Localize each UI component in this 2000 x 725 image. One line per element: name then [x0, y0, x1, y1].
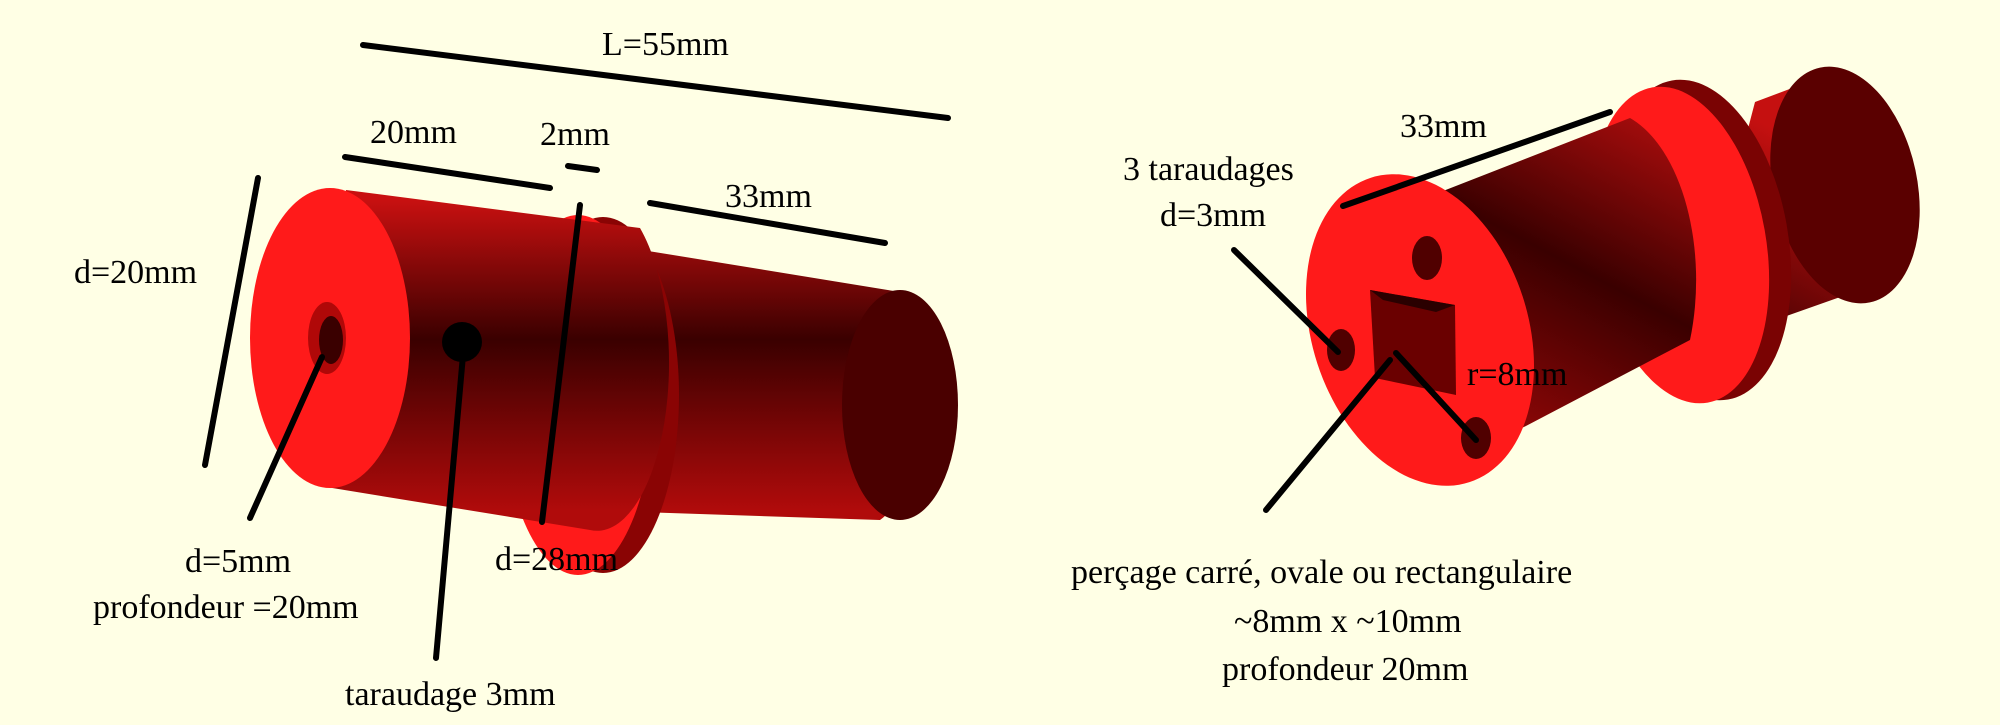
dimension-line-right-length	[1340, 109, 1613, 209]
dimension-line-segment-2	[647, 200, 888, 246]
right-part-square-bore	[1370, 290, 1456, 395]
label-right-length: 33mm	[1400, 108, 1487, 145]
right-part-tap-hole-2	[1327, 329, 1355, 371]
dimension-line-collar-diameter	[539, 202, 583, 525]
left-part-front-body	[320, 190, 670, 531]
left-part-rear-end	[842, 290, 958, 520]
dimension-line-diameter-main	[202, 175, 261, 468]
leader-line-hole	[247, 354, 325, 521]
leader-line-taps	[1231, 247, 1341, 355]
right-part-rear-end	[1770, 66, 1920, 304]
label-bore-shape: perçage carré, ovale ou rectangulaire	[1071, 554, 1572, 591]
dimension-line-total-length	[360, 42, 951, 121]
right-dimension-lines	[1231, 109, 1613, 513]
label-segment-1: 20mm	[370, 114, 457, 151]
label-diameter-main: d=20mm	[74, 254, 197, 291]
label-taps-diameter: d=3mm	[1160, 197, 1266, 234]
label-hole-diameter: d=5mm	[185, 543, 291, 580]
label-bore-depth: profondeur 20mm	[1222, 651, 1468, 688]
label-segment-2: 33mm	[725, 178, 812, 215]
left-dimension-lines	[202, 42, 951, 661]
leader-line-bore	[1263, 357, 1393, 513]
label-hole-depth: profondeur =20mm	[93, 589, 359, 626]
leader-line-radius	[1393, 350, 1479, 443]
label-bore-size: ~8mm x ~10mm	[1234, 603, 1462, 640]
right-part-tap-hole-1	[1412, 236, 1442, 280]
label-radius: r=8mm	[1467, 356, 1567, 393]
label-taps-count: 3 taraudages	[1123, 151, 1294, 188]
label-total-length: L=55mm	[602, 26, 729, 63]
right-part	[1306, 66, 1920, 486]
right-part-square-bore-inner	[1370, 290, 1455, 312]
left-part-axial-hole-depth	[319, 316, 343, 364]
left-part	[250, 188, 958, 575]
label-collar-diameter: d=28mm	[495, 541, 618, 578]
label-tap: taraudage 3mm	[345, 676, 556, 713]
dimension-line-collar	[565, 163, 600, 173]
leader-line-tap	[433, 341, 467, 661]
label-collar-width: 2mm	[540, 116, 610, 153]
dimension-line-segment-1	[342, 154, 553, 191]
